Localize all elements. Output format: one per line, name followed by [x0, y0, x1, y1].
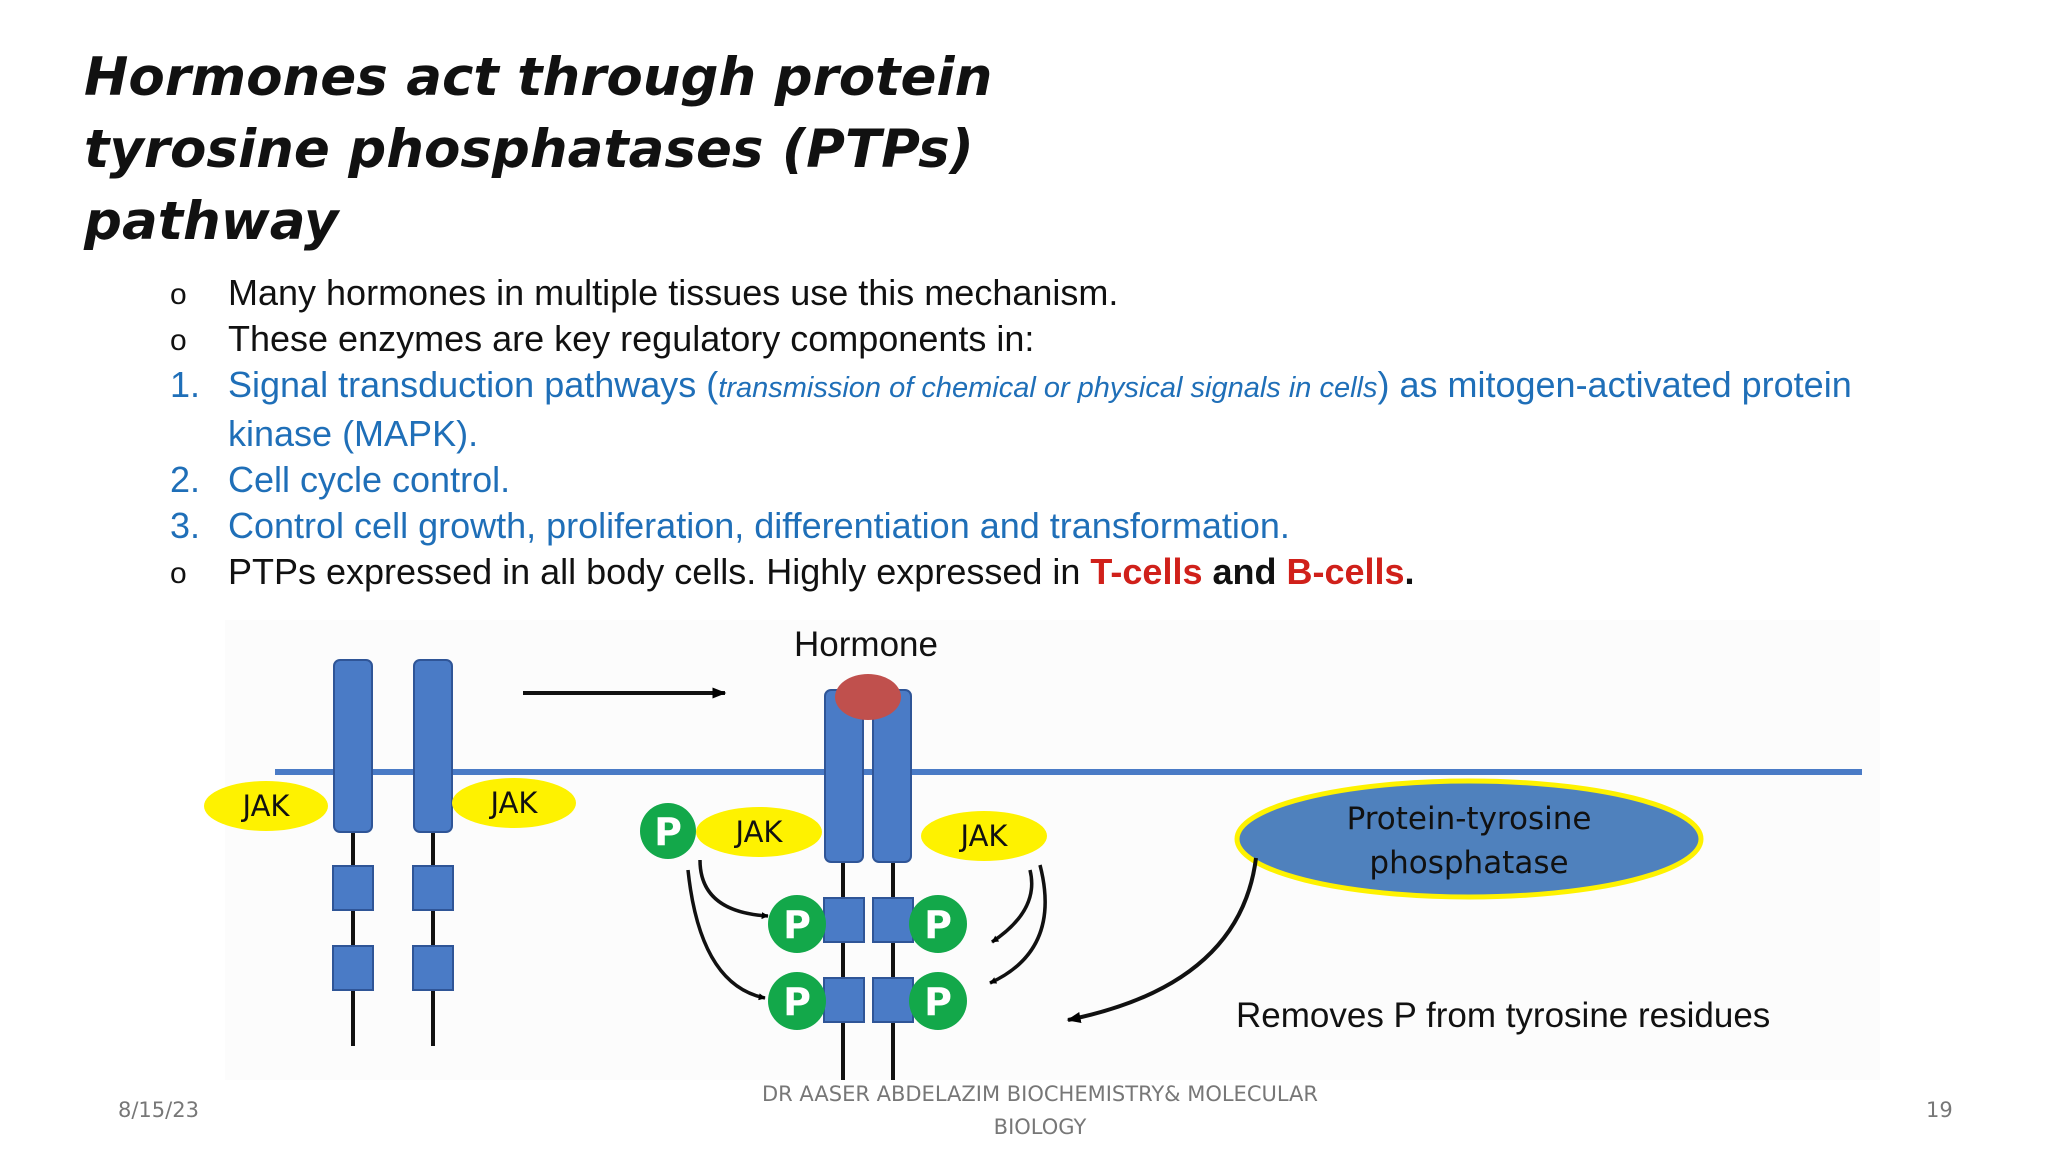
bullet-marker: o — [170, 278, 187, 311]
tyrosine-residue — [872, 977, 914, 1023]
phosphorylation-arrow — [989, 864, 1047, 985]
phosphate-label: P — [783, 903, 811, 947]
number-marker: 2. — [170, 459, 201, 500]
footer-author-line-2: BIOLOGY — [993, 1115, 1087, 1139]
numbered-text-rest: ) as mitogen-activated protein — [1377, 364, 1852, 405]
title-line-3: pathway — [84, 191, 339, 252]
bullet-text: Many hormones in multiple tissues use th… — [228, 272, 1119, 313]
phosphorylation-arrow — [991, 869, 1034, 944]
bullet-item-2: o These enzymes are key regulatory compo… — [170, 316, 1990, 362]
phosphate-label: P — [783, 980, 811, 1024]
numbered-text-main: Signal transduction pathways ( — [228, 364, 719, 405]
ptp-enzyme: Protein-tyrosine phosphatase — [1066, 778, 1704, 1023]
active-receptor: P P P P P JAK JAK — [640, 674, 1047, 1080]
hormone-molecule — [835, 674, 901, 720]
hormone-label: Hormone — [794, 625, 938, 664]
receptor-chain-left — [333, 659, 373, 833]
numbered-item-3: 3. Control cell growth, proliferation, d… — [170, 503, 1990, 549]
footer-author-line-1: DR AASER ABDELAZIM BIOCHEMISTRY& MOLECUL… — [762, 1082, 1318, 1106]
period-text: . — [1404, 551, 1415, 592]
jak-ellipse-left — [696, 807, 822, 857]
numbered-text: Control cell growth, proliferation, diff… — [228, 505, 1290, 546]
b-cells-text: B-cells — [1286, 551, 1405, 592]
tyrosine-residue — [823, 897, 865, 943]
phosphate-label: P — [654, 810, 682, 854]
title-line-1: Hormones act through protein — [84, 47, 993, 108]
numbered-item-1-continuation: kinase (MAPK). — [170, 411, 1990, 457]
phosphate-circle — [768, 895, 826, 953]
phosphorylation-arrow — [686, 869, 766, 1001]
jak-label: JAK — [241, 789, 291, 823]
jak-ellipse-right — [452, 778, 576, 828]
and-text: and — [1202, 551, 1287, 592]
phosphate-circle — [909, 972, 967, 1030]
jak-ellipse-left — [204, 781, 328, 831]
footer-date: 8/15/23 — [118, 1098, 199, 1122]
slide-number: 19 — [1926, 1098, 1953, 1122]
tyrosine-residue — [332, 865, 374, 911]
bullet-marker: o — [170, 557, 187, 590]
title-line-2: tyrosine phosphatases (PTPs) — [84, 119, 974, 180]
phosphate-label: P — [924, 980, 952, 1024]
bullet-item-3: o PTPs expressed in all body cells. High… — [170, 549, 1990, 595]
phosphate-label: P — [924, 903, 952, 947]
jak-label: JAK — [734, 815, 784, 849]
phosphate-circle — [768, 972, 826, 1030]
ptp-ellipse — [1234, 778, 1704, 900]
tyrosine-residue — [872, 897, 914, 943]
tyrosine-residue — [412, 865, 454, 911]
bullet-marker: o — [170, 324, 187, 357]
tyrosine-residue — [412, 945, 454, 991]
phosphate-circle — [909, 895, 967, 953]
removes-p-caption: Removes P from tyrosine residues — [1236, 996, 1770, 1035]
receptor-chain-right — [413, 659, 453, 833]
ptp-label-line-1: Protein-tyrosine — [1347, 801, 1592, 837]
phosphate-circle — [640, 803, 696, 859]
bullet-item-1: o Many hormones in multiple tissues use … — [170, 270, 1990, 316]
dephosphorylation-arrow — [1066, 857, 1258, 1023]
number-marker: 1. — [170, 364, 201, 405]
phosphorylation-arrow — [698, 859, 769, 920]
number-marker: 3. — [170, 505, 201, 546]
bullet-text: PTPs expressed in all body cells. Highly… — [228, 551, 1091, 592]
bullet-list: o Many hormones in multiple tissues use … — [170, 270, 1990, 595]
bullet-text: These enzymes are key regulatory compone… — [228, 318, 1035, 359]
tyrosine-residue — [332, 945, 374, 991]
numbered-text-continuation: kinase (MAPK). — [228, 413, 479, 454]
inactive-receptor: JAK JAK — [204, 659, 576, 1046]
slide-title: Hormones act through protein tyrosine ph… — [84, 42, 1084, 258]
numbered-text: Cell cycle control. — [228, 459, 511, 500]
numbered-text-parenthetical: transmission of chemical or physical sig… — [718, 372, 1378, 404]
ptp-label-line-2: phosphatase — [1369, 845, 1568, 881]
jak-label: JAK — [489, 786, 539, 820]
jak-ellipse-right — [921, 811, 1047, 861]
tyrosine-residue — [823, 977, 865, 1023]
footer-author: DR AASER ABDELAZIM BIOCHEMISTRY& MOLECUL… — [700, 1078, 1380, 1144]
t-cells-text: T-cells — [1090, 551, 1203, 592]
numbered-item-1: 1. Signal transduction pathways (transmi… — [170, 362, 1990, 411]
jak-label: JAK — [959, 819, 1009, 853]
numbered-item-2: 2. Cell cycle control. — [170, 457, 1990, 503]
